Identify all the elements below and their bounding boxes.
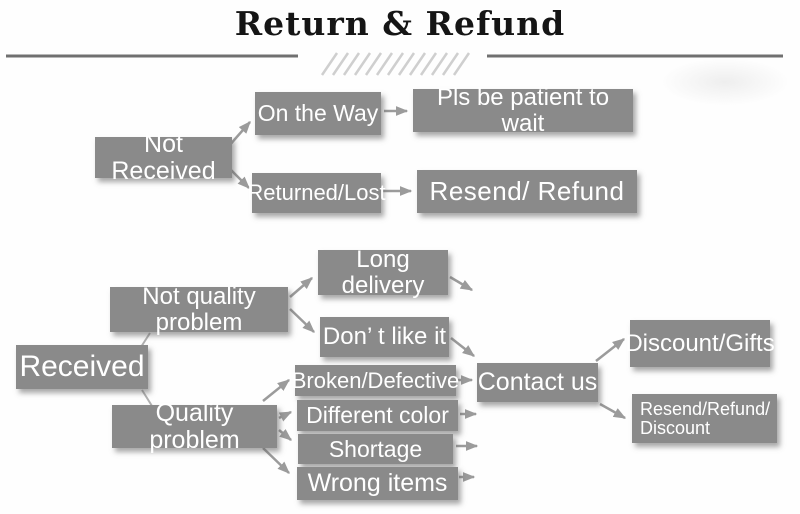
node-label: Quality problem <box>149 399 240 454</box>
node-wrong-items: Wrong items <box>297 467 458 500</box>
node-quality-problem: Quality problem <box>112 400 277 453</box>
title-hatch-pattern <box>320 52 471 76</box>
node-label: Received <box>19 350 145 384</box>
node-not-received: Not Received <box>95 131 232 184</box>
node-resend-refund: Resend/ Refund <box>417 170 637 213</box>
node-on-the-way: On the Way <box>255 92 381 135</box>
node-label: Returned/Lost <box>247 180 386 206</box>
node-label: Pls be patient to wait <box>436 84 610 137</box>
node-label: Discount/Gifts <box>625 329 775 357</box>
node-long-delivery: Long delivery <box>318 246 448 299</box>
node-pls-be-patient: Pls be patient to wait <box>413 85 633 136</box>
node-dont-like-it: Don’ t like it <box>320 317 449 357</box>
node-label: Contact us <box>477 368 598 397</box>
arrow-notquality-to-dontlike <box>289 308 315 333</box>
arrow-dontlike-to-contact <box>450 337 475 357</box>
node-label: Not Received <box>111 130 216 185</box>
node-label: Shortage <box>328 435 423 462</box>
node-label: Wrong items <box>307 469 448 498</box>
line-notquality-to-received <box>140 332 151 348</box>
page-title: Return & Refund <box>234 4 566 43</box>
node-not-quality-problem: Not quality problem <box>110 283 288 336</box>
node-label: Not quality problem <box>142 283 256 336</box>
node-discount-gifts: Discount/Gifts <box>625 320 775 367</box>
node-label-line2: Discount <box>640 417 711 438</box>
arrow-notquality-to-longdelivery <box>289 277 313 298</box>
arrow-quality-to-wrongitems <box>262 447 290 474</box>
node-label: Different color <box>306 402 449 429</box>
arrow-longdelivery-out <box>449 275 474 292</box>
arrow-contact-to-discountgifts <box>595 338 625 362</box>
node-label: Broken/Defective <box>291 367 460 393</box>
node-label-line1: Resend/Refund/ <box>640 398 771 419</box>
line-received-to-quality <box>141 389 153 407</box>
node-label: Don’ t like it <box>322 323 447 351</box>
node-contact-us: Contact us <box>477 363 598 402</box>
node-label: Long delivery <box>341 246 425 299</box>
node-resend-refund-discount: Resend/Refund/ Discount <box>632 394 777 443</box>
node-shortage: Shortage <box>298 434 453 464</box>
background-smudge <box>660 58 790 106</box>
node-label: On the Way <box>257 100 379 127</box>
node-returned-lost: Returned/Lost <box>247 173 386 213</box>
node-label: Resend/ Refund <box>429 175 625 206</box>
node-different-color: Different color <box>297 400 458 431</box>
arrow-quality-to-broken <box>262 379 290 402</box>
arrow-notreceived-to-returnedlost <box>228 167 250 189</box>
arrow-quality-to-differentcolor <box>278 410 293 422</box>
node-broken-defective: Broken/Defective <box>292 365 459 396</box>
arrow-quality-to-shortage <box>278 428 292 441</box>
node-received: Received <box>16 345 148 389</box>
arrow-contact-to-resenddiscount <box>599 402 627 420</box>
